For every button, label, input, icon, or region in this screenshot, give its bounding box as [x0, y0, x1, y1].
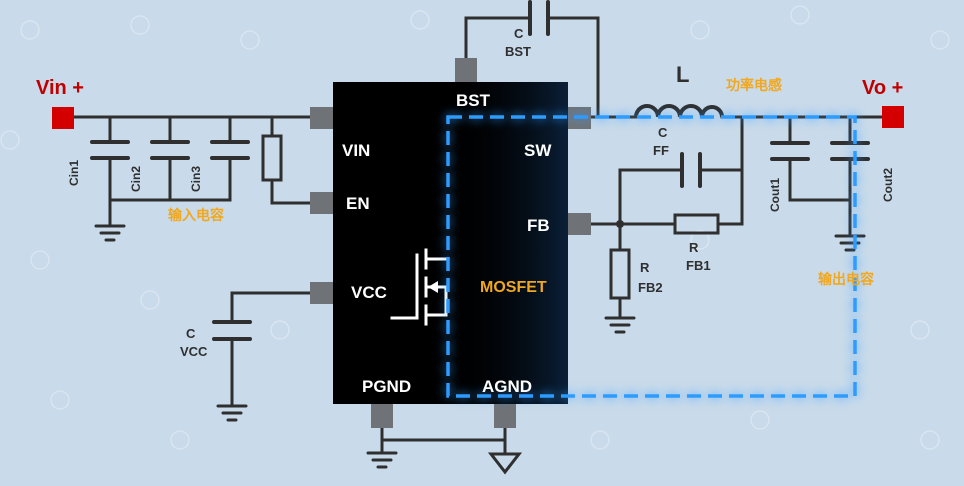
rfb1-resistor: [673, 213, 720, 235]
rfb1-r: R: [689, 240, 699, 255]
cbst-c: C: [514, 26, 524, 41]
cin3-capacitor: [210, 140, 250, 160]
pin-vin: [310, 107, 333, 129]
ground-pgnd: [366, 451, 398, 469]
vo-label: Vo +: [862, 77, 903, 99]
inductor-caption: 功率电感: [726, 77, 782, 93]
pin-label-sw: SW: [524, 141, 552, 160]
vo-terminal: [882, 106, 904, 128]
cin1-label: Cin1: [67, 160, 81, 186]
pin-label-agnd: AGND: [482, 377, 532, 396]
cbst-sub: BST: [505, 44, 531, 59]
cbst-capacitor: [528, 0, 550, 36]
pin-fb: [568, 213, 591, 235]
pin-label-bst: BST: [456, 91, 491, 110]
ic-chip: [333, 82, 568, 404]
vin-label: Vin +: [36, 77, 84, 99]
pin-bst: [455, 58, 477, 82]
pin-label-pgnd: PGND: [362, 377, 411, 396]
cff-capacitor: [680, 152, 702, 188]
rfb1-sub: FB1: [686, 258, 711, 273]
pin-pgnd: [371, 404, 393, 428]
mosfet-symbol: [390, 248, 448, 326]
pin-agnd: [494, 404, 516, 428]
mosfet-label: MOSFET: [480, 279, 547, 296]
cff-sub: FF: [653, 143, 669, 158]
ic-pins: [310, 58, 591, 428]
pin-en: [310, 192, 333, 214]
cout1-label: Cout1: [768, 178, 782, 212]
cvcc-c: C: [186, 326, 196, 341]
pin-label-en: EN: [346, 194, 370, 213]
ground-cvcc: [216, 404, 248, 422]
inductor-designator: L: [676, 62, 689, 87]
junctions: [616, 220, 624, 228]
output-capacitor-label: 输出电容: [818, 271, 874, 287]
wires: [68, 16, 884, 454]
pin-vcc: [310, 282, 333, 304]
vin-terminal: [52, 107, 74, 129]
cout2-capacitor: [830, 141, 870, 161]
cout1-capacitor: [770, 141, 810, 161]
cvcc-sub: VCC: [180, 344, 208, 359]
cin1-capacitor: [90, 140, 130, 160]
rfb2-r: R: [640, 260, 650, 275]
pin-label-vin: VIN: [342, 141, 370, 160]
cin2-label: Cin2: [129, 166, 143, 192]
background-decoration: [0, 5, 950, 450]
cout2-label: Cout2: [881, 168, 895, 202]
rfb2-resistor: [609, 248, 631, 300]
cvcc-capacitor: [212, 320, 252, 341]
pin-label-vcc: VCC: [351, 283, 387, 302]
current-loop-highlight: [446, 115, 857, 398]
ground-agnd-triangle: [487, 452, 523, 475]
ground-cin: [94, 224, 126, 242]
en-resistor: [261, 134, 283, 182]
ground-cout: [834, 234, 866, 252]
input-capacitor-label: 输入电容: [168, 207, 224, 223]
cin3-label: Cin3: [189, 166, 203, 192]
rfb2-sub: FB2: [638, 280, 663, 295]
pin-label-fb: FB: [527, 216, 550, 235]
ground-rfb2: [604, 316, 636, 334]
cff-c: C: [658, 125, 668, 140]
cin2-capacitor: [150, 140, 190, 160]
